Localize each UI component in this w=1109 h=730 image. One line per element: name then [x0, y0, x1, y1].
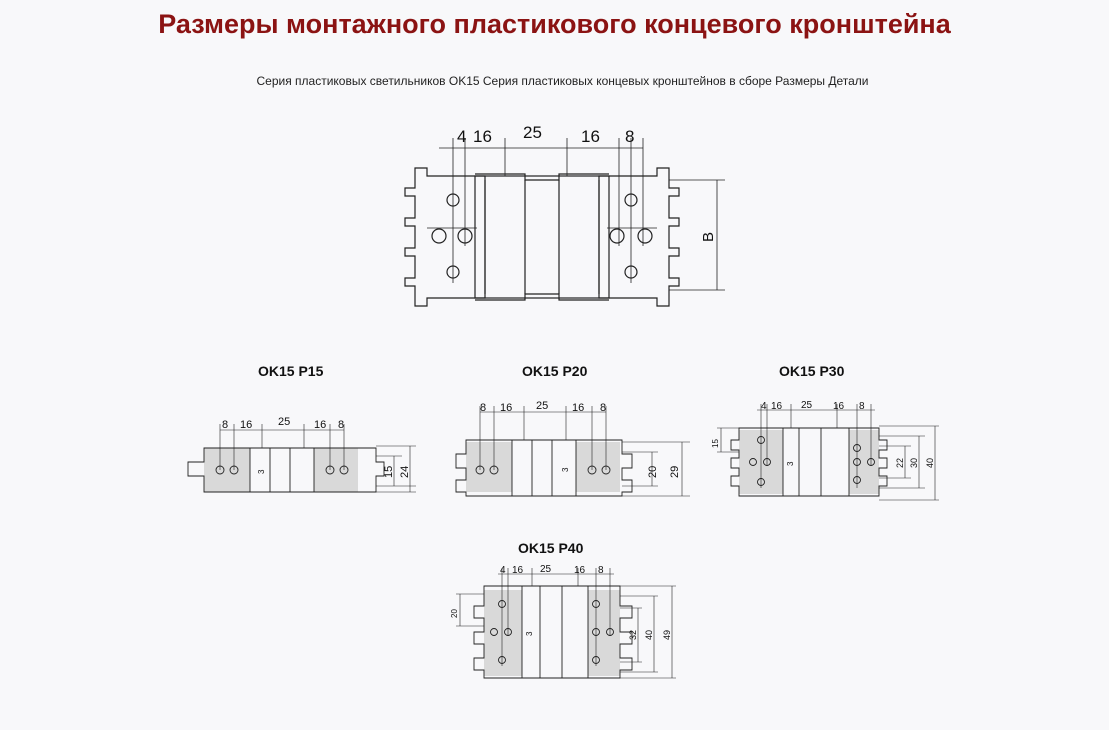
p30-dim: 22	[895, 458, 905, 468]
page-title: Размеры монтажного пластикового концевог…	[158, 9, 951, 39]
p40-dim: 25	[540, 564, 552, 575]
main-dim-25: 25	[523, 123, 542, 142]
p30-dim: 3	[786, 461, 795, 466]
p15-dim: 16	[314, 419, 326, 431]
model-label-p15: OK15 P15	[258, 363, 324, 379]
p15-dim: 24	[399, 466, 411, 478]
p40-dim: 16	[574, 565, 586, 576]
p40-dim: 8	[598, 565, 604, 576]
p40-dim: 16	[512, 565, 524, 576]
p40-dim: 49	[662, 630, 672, 640]
p20-dim: 29	[669, 466, 681, 478]
p40-dim: 40	[644, 630, 654, 640]
p30-dim: 25	[801, 400, 813, 411]
p40-dim: 3	[525, 631, 534, 636]
p20-dim: 25	[536, 400, 548, 412]
main-dim-16-left: 16	[473, 127, 492, 146]
p20-dim: 8	[480, 402, 486, 414]
p15-bracket-drawing: 8 16 25 16 8 3 15 24	[187, 416, 416, 493]
model-label-p20: OK15 P20	[522, 363, 588, 379]
p30-bracket-drawing: 4 16 25 16 8 15 3 22 30 40	[711, 400, 939, 501]
p30-dim: 16	[833, 401, 845, 412]
p30-dim: 4	[761, 401, 767, 412]
main-dim-4: 4	[457, 127, 466, 146]
p40-dim: 20	[450, 609, 459, 618]
page-subtitle: Серия пластиковых светильников OK15 Сери…	[256, 74, 869, 88]
p15-dim: 15	[383, 466, 395, 478]
p20-dim: 3	[561, 467, 570, 472]
model-label-p30: OK15 P30	[779, 363, 845, 379]
p15-dim: 8	[338, 419, 344, 431]
p30-dim: 40	[925, 458, 935, 468]
p20-dim: 20	[647, 466, 659, 478]
main-dim-8: 8	[625, 127, 634, 146]
p40-dim: 4	[500, 565, 506, 576]
main-dim-b: B	[700, 232, 717, 242]
main-dim-16-right: 16	[581, 127, 600, 146]
p20-dim: 16	[500, 402, 512, 414]
p30-dim: 8	[859, 401, 865, 412]
p30-dim: 15	[711, 439, 720, 448]
p20-bracket-drawing: 8 16 25 16 8 3 20 29	[455, 400, 690, 497]
p15-dim: 25	[278, 416, 290, 428]
p20-dim: 16	[572, 402, 584, 414]
model-label-p40: OK15 P40	[518, 540, 584, 556]
p30-dim: 30	[909, 458, 919, 468]
p40-dim: 32	[628, 630, 638, 640]
main-bracket-drawing: 4 16 25 16 8 B	[404, 123, 725, 307]
p30-dim: 16	[771, 401, 783, 412]
p15-dim: 3	[257, 469, 266, 474]
p15-dim: 16	[240, 419, 252, 431]
p20-dim: 8	[600, 402, 606, 414]
p40-bracket-drawing: 4 16 25 16 8 20 3 32 40 49	[450, 564, 676, 679]
p15-dim: 8	[222, 419, 228, 431]
